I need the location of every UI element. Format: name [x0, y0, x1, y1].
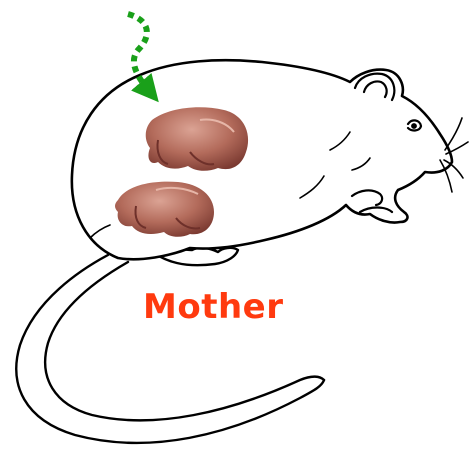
- pup-icon: [146, 107, 248, 171]
- mother-label: Mother: [143, 290, 283, 324]
- rat-tail: [16, 255, 324, 443]
